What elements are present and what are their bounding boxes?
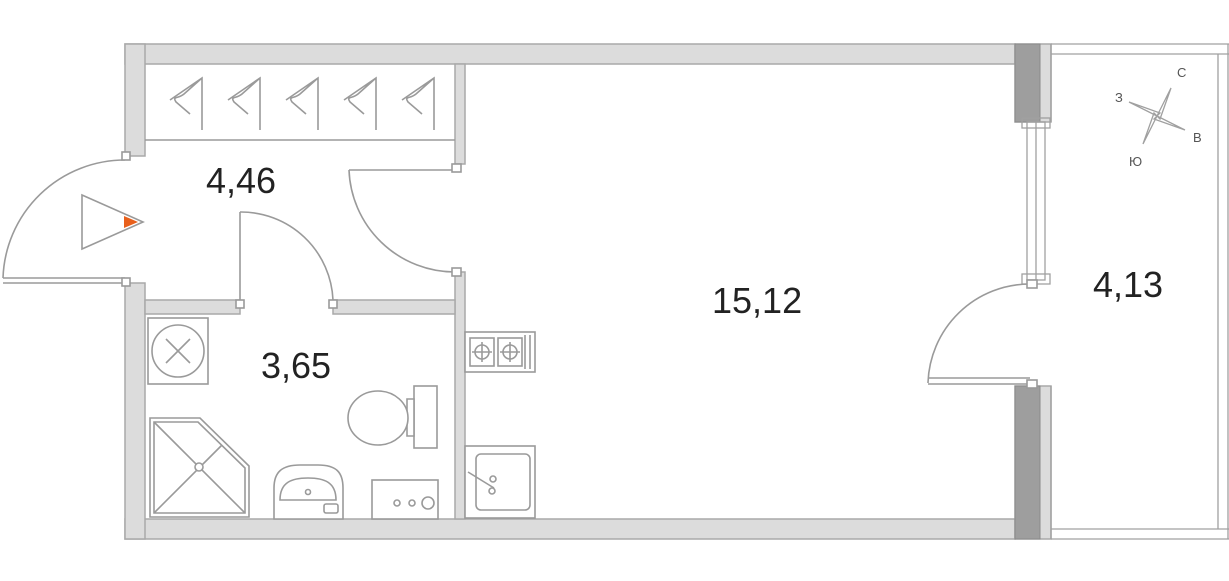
area-living: 15,12 xyxy=(712,280,802,321)
stove-icon xyxy=(464,331,536,373)
entrance-marker xyxy=(81,193,145,251)
hanger-icon xyxy=(285,76,319,130)
compass-north: С xyxy=(1177,65,1186,80)
wall-left-lower xyxy=(124,282,146,540)
sink-icon xyxy=(273,464,344,520)
kitchen-fixtures xyxy=(464,331,536,519)
outer-walls xyxy=(124,43,1052,540)
entrance-pointer-icon xyxy=(124,216,138,228)
compass-east: В xyxy=(1193,130,1202,145)
compass-west: З xyxy=(1115,90,1123,105)
hanger-icon xyxy=(227,76,261,130)
compass-star-icon xyxy=(1128,87,1186,145)
wall-top xyxy=(124,43,1016,65)
area-balcony: 4,13 xyxy=(1093,264,1163,305)
wall-bottom xyxy=(124,518,1016,540)
area-bathroom: 3,65 xyxy=(261,345,331,386)
kitchen-sink-icon xyxy=(464,445,536,519)
hanger-icon xyxy=(401,76,435,130)
balcony-door xyxy=(927,279,1038,389)
bathroom-fixtures xyxy=(147,317,439,520)
wall-hall-bath-right xyxy=(332,299,456,315)
wall-hall-living-upper xyxy=(454,63,466,165)
hanger-icon xyxy=(343,76,377,130)
entrance-door xyxy=(2,151,131,287)
doors xyxy=(2,151,1038,389)
compass: С В Ю З xyxy=(1115,65,1202,169)
room-labels: 4,46 3,65 15,12 4,13 xyxy=(206,160,1163,386)
washing-machine-icon xyxy=(147,317,209,385)
window xyxy=(1021,117,1051,285)
wall-bath-living xyxy=(454,271,466,520)
entrance-arrow-icon xyxy=(81,193,145,251)
compass-south: Ю xyxy=(1129,154,1142,169)
area-hall: 4,46 xyxy=(206,160,276,201)
wardrobe xyxy=(169,76,435,130)
wall-hall-bath-left xyxy=(144,299,241,315)
wall-right-lower-column xyxy=(1014,385,1041,540)
toilet-icon xyxy=(347,385,438,449)
balcony xyxy=(1050,43,1229,540)
shower-icon xyxy=(149,417,250,518)
wall-left-upper xyxy=(124,43,146,157)
water-heater-icon xyxy=(371,479,439,520)
bathroom-door xyxy=(235,211,338,309)
hanger-icon xyxy=(169,76,203,130)
living-door xyxy=(348,163,462,277)
wall-right-upper-column xyxy=(1014,43,1041,123)
